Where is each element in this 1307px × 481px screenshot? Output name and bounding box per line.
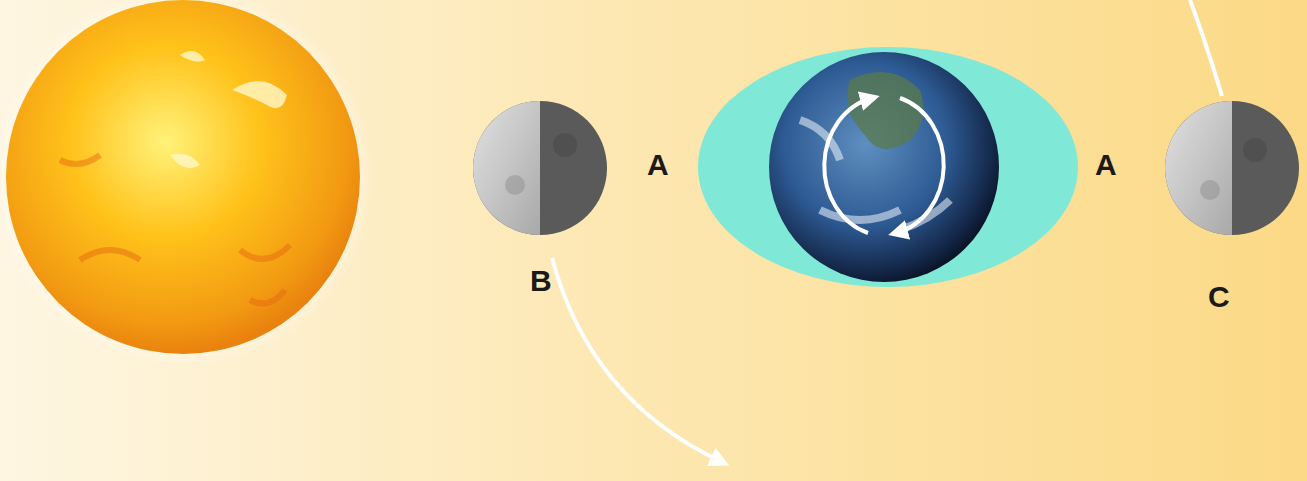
position-letter: B bbox=[530, 266, 552, 296]
position-letter: A bbox=[647, 150, 669, 180]
position-letter: A bbox=[1095, 150, 1117, 180]
position-letter: C bbox=[1208, 282, 1230, 312]
